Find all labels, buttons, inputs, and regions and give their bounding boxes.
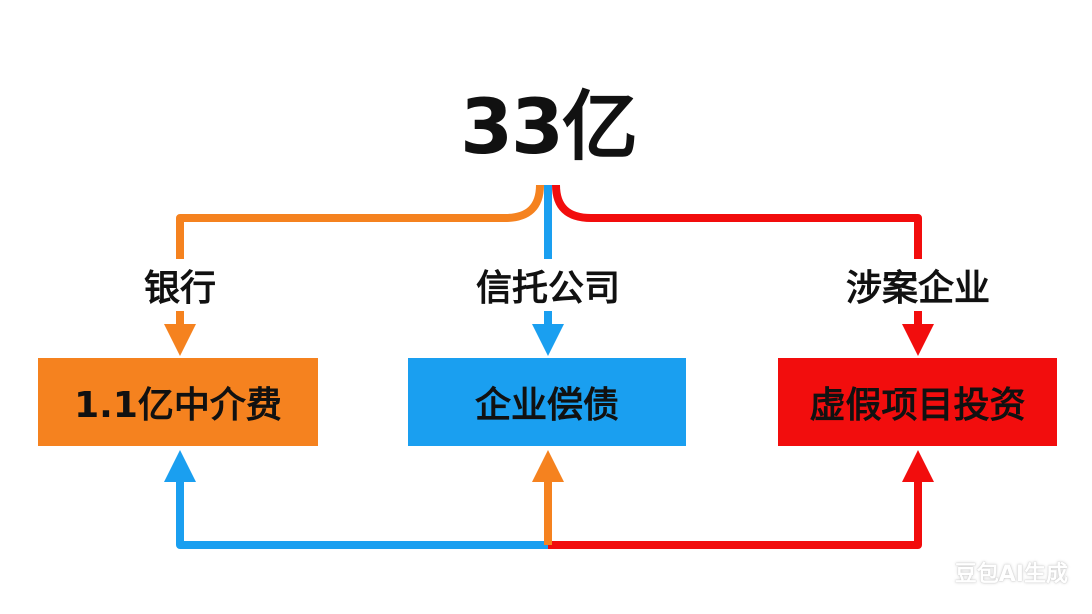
red-top-line <box>552 184 922 335</box>
source-label-bank: 银行 <box>141 259 219 311</box>
orange-top-line <box>176 184 544 335</box>
source-label-trust: 信托公司 <box>473 259 623 311</box>
box-label: 企业偿债 <box>474 385 619 426</box>
box-fake-investment: 虚假项目投资 <box>778 358 1057 446</box>
box-label: 1.1亿中介费 <box>74 385 282 426</box>
red-bottom-line <box>548 450 934 549</box>
box-agency-fee: 1.1亿中介费 <box>38 358 318 446</box>
blue-bottom-line <box>164 450 548 549</box>
box-label: 虚假项目投资 <box>809 385 1026 426</box>
source-label-enterprise: 涉案企业 <box>843 259 993 311</box>
box-debt-repayment: 企业偿债 <box>408 358 686 446</box>
total-amount-title: 33亿 <box>460 82 638 171</box>
watermark: 豆包AI生成 <box>954 562 1068 587</box>
